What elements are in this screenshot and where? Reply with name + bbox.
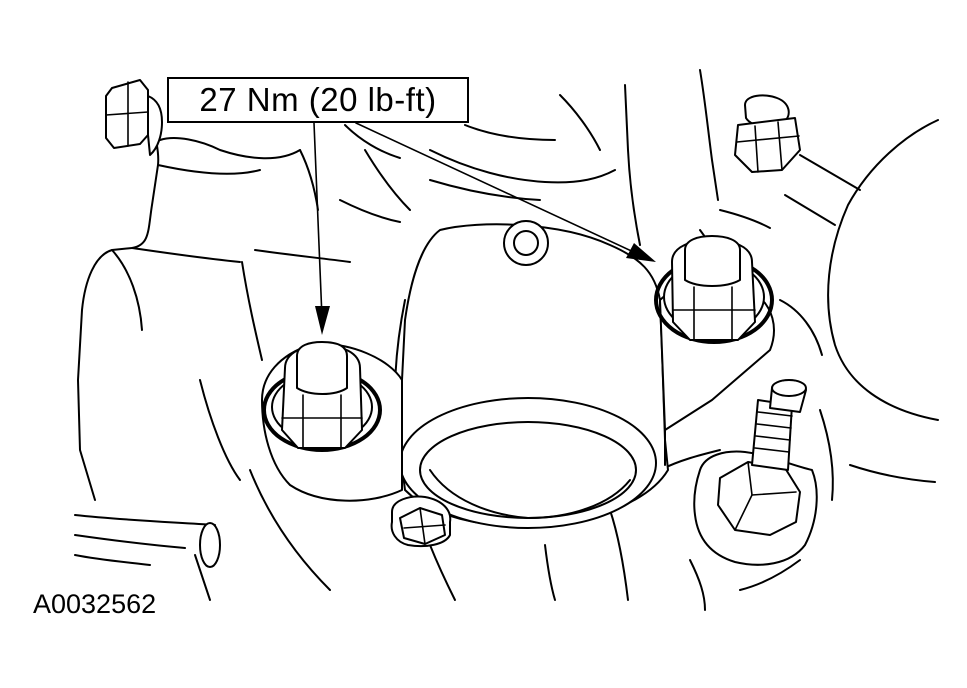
leader-lines	[313, 122, 656, 335]
figure-id-label: A0032562	[33, 589, 157, 619]
lower-center-bolt	[390, 495, 452, 548]
right-torque-bolt	[654, 235, 774, 344]
housing-bore-inner	[419, 421, 637, 519]
top-right-bolt	[734, 94, 801, 173]
arrowhead-right-bolt	[626, 243, 656, 262]
arrowhead-left-bolt	[315, 306, 330, 335]
lower-left-oval	[199, 522, 221, 568]
right-stud-nut	[693, 379, 818, 566]
torque-callout-box: 27 Nm (20 lb-ft)	[167, 77, 469, 123]
thermostat-housing	[393, 220, 669, 529]
left-torque-bolt	[262, 341, 382, 452]
torque-spec-label: 27 Nm (20 lb-ft)	[199, 81, 437, 118]
top-left-bolt	[105, 79, 163, 156]
pulley-outline	[827, 119, 939, 421]
